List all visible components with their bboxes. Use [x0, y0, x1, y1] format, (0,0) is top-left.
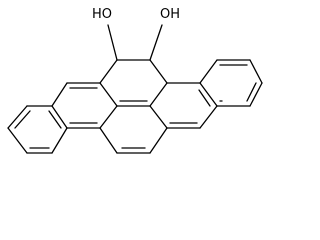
bond — [99, 59, 118, 84]
double-bond-inner — [14, 110, 31, 129]
bond — [149, 105, 168, 129]
double-bond-inner — [48, 110, 62, 129]
bond — [51, 105, 68, 129]
bond — [149, 59, 168, 84]
bond — [107, 24, 118, 61]
bond — [7, 105, 28, 129]
bond — [149, 82, 168, 107]
chemical-structure-diagram: HO OH — [7, 7, 263, 154]
bond — [99, 105, 118, 129]
bond — [149, 24, 163, 61]
bond — [99, 82, 118, 107]
bond — [249, 59, 263, 84]
atom-labels: HO OH — [92, 7, 180, 22]
bond — [199, 105, 218, 129]
double-bond-inner — [198, 89, 211, 107]
bond — [149, 127, 168, 154]
hydroxyl-label: OH — [160, 7, 180, 22]
bond-lines — [7, 24, 263, 154]
bond — [199, 82, 218, 107]
bond — [51, 127, 68, 154]
hydroxyl-label: HO — [92, 7, 112, 22]
bond — [51, 82, 68, 107]
bond — [99, 127, 118, 154]
bond — [249, 82, 263, 107]
bond — [199, 59, 218, 84]
bond — [7, 127, 28, 154]
double-bond-inner — [246, 82, 257, 102]
